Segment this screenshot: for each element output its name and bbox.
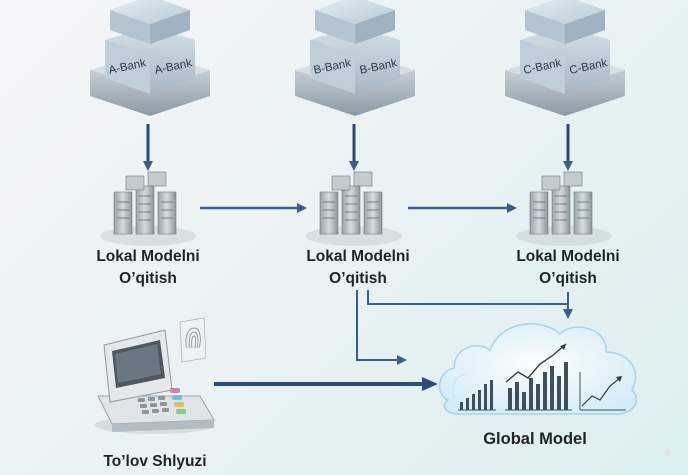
bar-chart-icon	[458, 380, 496, 411]
connector-b-to-global	[356, 290, 407, 365]
global-model-label: Global Model	[483, 430, 587, 448]
node-label-b: Lokal Modelni O’qitish	[288, 246, 428, 290]
node-label-line2: O’qitish	[539, 270, 597, 287]
server-rack-c	[516, 171, 612, 246]
node-label-line2: O’qitish	[119, 270, 177, 287]
node-label-line2: O’qitish	[329, 270, 387, 287]
node-label-line1: Lokal Modelni	[306, 248, 410, 265]
server-rack-a	[100, 171, 196, 246]
growth-chart-icon	[505, 343, 572, 411]
node-label-a: Lokal Modelni O’qitish	[78, 246, 218, 290]
fingerprint-icon	[179, 317, 207, 363]
payment-terminal	[95, 329, 215, 434]
connector-b-to-c	[367, 290, 568, 305]
keypad	[138, 396, 169, 414]
node-label-line1: Lokal Modelni	[516, 248, 620, 265]
bank-block-c: C-Bank C-Bank	[505, 0, 625, 116]
global-model-cloud	[439, 323, 638, 415]
node-label-c: Lokal Modelni O’qitish	[498, 246, 638, 290]
bank-block-b: B-Bank B-Bank	[295, 0, 415, 116]
node-label-line1: Lokal Modelni	[96, 248, 200, 265]
sparkle-icon: ✦	[659, 443, 676, 465]
bank-block-a: A-Bank A-Bank	[90, 0, 210, 116]
gateway-label: To’lov Shlyuzi	[103, 453, 207, 470]
server-rack-b	[306, 171, 402, 246]
trend-line-icon	[579, 372, 626, 411]
